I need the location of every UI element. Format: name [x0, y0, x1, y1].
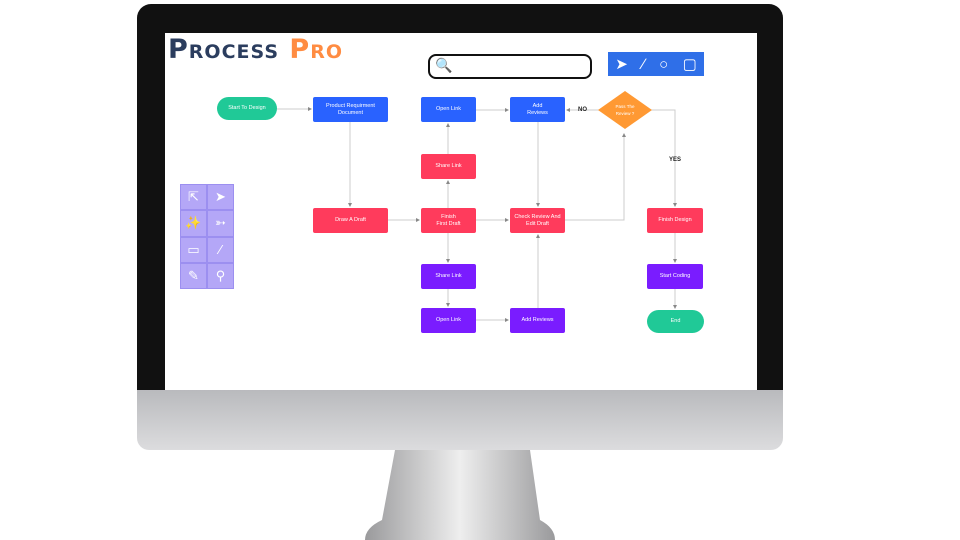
node-share-link-1[interactable]: Share Link	[421, 154, 476, 179]
decision-label: Pass The Review ?	[604, 100, 646, 120]
node-add-reviews-1[interactable]: Add Reviews	[510, 97, 565, 122]
node-label: Draw A Draft	[335, 217, 366, 223]
node-label: Share Link	[435, 273, 462, 279]
line-icon[interactable]: ∕	[207, 236, 234, 263]
square-icon[interactable]: ▢	[682, 56, 697, 73]
node-check-review[interactable]: Check Review And Edit Draft	[510, 208, 565, 233]
node-label: Add Reviews	[527, 102, 548, 116]
node-finish-design[interactable]: Finish Design	[647, 208, 703, 233]
circle-icon[interactable]: ○	[659, 55, 669, 73]
node-label: Pass The Review ?	[615, 104, 635, 116]
node-label: Start Coding	[659, 273, 691, 279]
node-label: Open Link	[435, 106, 462, 112]
magic-wand-icon[interactable]: ✨	[180, 210, 207, 237]
monitor-chin	[137, 390, 783, 450]
node-open-link-1[interactable]: Open Link	[421, 97, 476, 122]
select-filled-icon[interactable]: ➤	[207, 184, 234, 211]
logo-text-pro: Pro	[289, 34, 343, 65]
node-prd[interactable]: Product Requirment Document	[313, 97, 388, 122]
eyedropper-icon[interactable]: ✎	[180, 262, 207, 289]
app-logo: Process Pro	[168, 34, 343, 65]
yes-label: YES	[669, 157, 682, 163]
node-label: Open Link	[435, 317, 462, 323]
node-start[interactable]: Start To Design	[217, 97, 277, 120]
select-outline-icon[interactable]: ⇱	[180, 184, 207, 211]
node-decision[interactable]	[598, 91, 652, 129]
shape-toolbar: ➤ ∕ ○ ▢	[608, 52, 704, 76]
search-input[interactable]: 🔍	[428, 54, 592, 79]
node-label: Add Reviews	[521, 317, 554, 323]
node-label: Finish First Draft	[436, 213, 461, 227]
rectangle-icon[interactable]: ▭	[180, 236, 207, 263]
no-label: NO	[578, 107, 587, 113]
node-label: Share Link	[435, 163, 462, 169]
node-start-coding[interactable]: Start Coding	[647, 264, 703, 289]
line-icon[interactable]: ∕	[642, 55, 645, 73]
monitor-stand	[365, 450, 555, 540]
node-draw-draft[interactable]: Draw A Draft	[313, 208, 388, 233]
node-finish-first-draft[interactable]: Finish First Draft	[421, 208, 476, 233]
node-add-reviews-2[interactable]: Add Reviews	[510, 308, 565, 333]
node-label: Product Requirment Document	[326, 102, 375, 116]
node-label: End	[670, 318, 681, 324]
lasso-icon[interactable]: ➳	[207, 210, 234, 237]
node-label: Finish Design	[658, 217, 692, 223]
logo-text-process: Process	[168, 34, 280, 65]
pointer-icon[interactable]: ➤	[615, 56, 628, 73]
node-label: Check Review And Edit Draft	[514, 213, 561, 227]
search-icon: 🔍	[435, 57, 453, 73]
tool-palette: ⇱ ➤ ✨ ➳ ▭ ∕ ✎ ⚲	[180, 184, 234, 289]
node-share-link-2[interactable]: Share Link	[421, 264, 476, 289]
node-label: Start To Design	[228, 105, 266, 111]
zoom-icon[interactable]: ⚲	[207, 262, 234, 289]
node-end[interactable]: End	[647, 310, 704, 333]
node-open-link-2[interactable]: Open Link	[421, 308, 476, 333]
